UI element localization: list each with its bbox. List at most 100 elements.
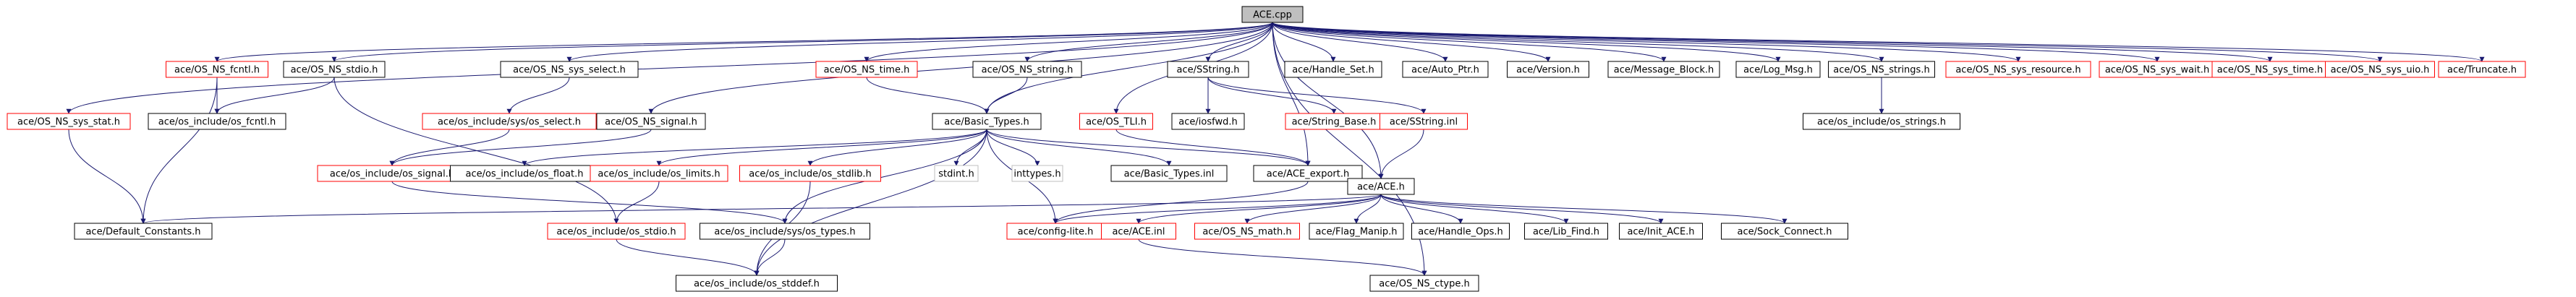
- node-os_ns_time[interactable]: ace/OS_NS_time.h: [815, 61, 918, 78]
- node-ace_inl[interactable]: ace/ACE.inl: [1101, 223, 1176, 240]
- edge-ace_h-to-os_ns_math: [1244, 194, 1382, 224]
- node-label: ace/String_Base.h: [1292, 117, 1377, 128]
- edge-root-to-os_ns_signal: [648, 22, 1273, 114]
- edge-ace_h-to-flag_manip: [1353, 194, 1382, 224]
- edge-root-to-os_ns_stdio: [331, 22, 1273, 62]
- node-box: [1507, 61, 1589, 78]
- edge-sys_types-to-os_stddef: [754, 238, 786, 276]
- node-os_stdio[interactable]: ace/os_include/os_stdio.h: [547, 223, 686, 240]
- edge-basic_types-to-os_float: [522, 129, 987, 166]
- edge-root-to-os_ns_sys_select: [566, 22, 1273, 62]
- node-os_strings[interactable]: ace/os_include/os_strings.h: [1803, 113, 1960, 130]
- node-os_signal[interactable]: ace/os_include/os_signal.h: [317, 165, 467, 182]
- node-basic_types[interactable]: ace/Basic_Types.h: [932, 113, 1042, 130]
- node-box: [500, 61, 639, 78]
- node-ace_h[interactable]: ace/ACE.h: [1347, 178, 1415, 195]
- node-os_ns_ctype[interactable]: ace/OS_NS_ctype.h: [1369, 275, 1479, 292]
- edge-sys_select-to-os_signal: [389, 129, 510, 166]
- node-log_msg[interactable]: ace/Log_Msg.h: [1735, 61, 1821, 78]
- node-box: [1721, 223, 1848, 240]
- edge-root-to-os_ns_sys_stat: [66, 22, 1273, 114]
- node-config_lite[interactable]: ace/config-lite.h: [1006, 223, 1105, 240]
- node-sstring_inl[interactable]: ace/SString.inl: [1380, 113, 1468, 130]
- node-os_ns_sys_select[interactable]: ace/OS_NS_sys_select.h: [500, 61, 639, 78]
- node-box: [7, 113, 131, 130]
- edge-root-to-log_msg: [1272, 22, 1781, 62]
- edge-ace_h-to-lib_find: [1380, 194, 1569, 224]
- node-label: ace/Flag_Manip.h: [1316, 227, 1398, 238]
- node-box: [1171, 113, 1245, 130]
- node-os_ns_math[interactable]: ace/OS_NS_math.h: [1194, 223, 1300, 240]
- edge-root-to-ace_h: [1272, 22, 1384, 179]
- node-label: ace/OS_NS_ctype.h: [1379, 279, 1470, 290]
- edge-root-to-os_ns_strings: [1272, 22, 1884, 62]
- node-box: [1167, 61, 1249, 78]
- node-os_ns_sys_wait[interactable]: ace/OS_NS_sys_wait.h: [2099, 61, 2216, 78]
- node-box: [1284, 61, 1382, 78]
- node-flag_manip[interactable]: ace/Flag_Manip.h: [1309, 223, 1404, 240]
- node-label: ace/iosfwd.h: [1178, 117, 1237, 128]
- edge-root-to-os_ns_sys_resource: [1272, 22, 2021, 62]
- node-truncate[interactable]: ace/Truncate.h: [2438, 61, 2526, 78]
- node-box: [166, 61, 268, 78]
- node-root[interactable]: ACE.cpp: [1241, 6, 1304, 23]
- node-label: ace/os_include/os_stdlib.h: [749, 169, 871, 180]
- node-os_limits[interactable]: ace/os_include/os_limits.h: [590, 165, 728, 182]
- node-sys_select[interactable]: ace/os_include/sys/os_select.h: [422, 113, 597, 130]
- node-label: ace/OS_NS_signal.h: [605, 117, 697, 128]
- node-os_ns_strings[interactable]: ace/OS_NS_strings.h: [1828, 61, 1935, 78]
- node-basic_types_inl[interactable]: ace/Basic_Types.inl: [1110, 165, 1228, 182]
- edge-basic_types-to-os_stddef: [754, 129, 987, 276]
- node-os_float[interactable]: ace/os_include/os_float.h: [450, 165, 599, 182]
- node-handle_set[interactable]: ace/Handle_Set.h: [1284, 61, 1382, 78]
- node-box: [1828, 61, 1935, 78]
- node-init_ace[interactable]: ace/Init_ACE.h: [1619, 223, 1703, 240]
- node-os_tli[interactable]: ace/OS_TLI.h: [1079, 113, 1153, 130]
- node-box: [1619, 223, 1703, 240]
- node-os_ns_sys_time[interactable]: ace/OS_NS_sys_time.h: [2211, 61, 2329, 78]
- node-label: ace/OS_NS_sys_time.h: [2217, 65, 2323, 76]
- node-os_ns_sys_uio[interactable]: ace/OS_NS_sys_uio.h: [2325, 61, 2435, 78]
- node-sstring_h[interactable]: ace/SString.h: [1167, 61, 1249, 78]
- node-sock_connect[interactable]: ace/Sock_Connect.h: [1721, 223, 1848, 240]
- node-os_ns_stdio[interactable]: ace/OS_NS_stdio.h: [283, 61, 386, 78]
- edge-os_ns_signal-to-os_signal: [389, 129, 652, 166]
- node-box: [1253, 165, 1363, 182]
- node-os_stdlib[interactable]: ace/os_include/os_stdlib.h: [739, 165, 881, 182]
- node-os_ns_sys_stat[interactable]: ace/OS_NS_sys_stat.h: [7, 113, 131, 130]
- node-box: [739, 165, 881, 182]
- node-os_stddef[interactable]: ace/os_include/os_stddef.h: [676, 275, 838, 292]
- edge-os_ns_sys_select-to-sys_select: [506, 77, 570, 114]
- edge-basic_types-to-ace_export: [986, 129, 1311, 166]
- node-message_block[interactable]: ace/Message_Block.h: [1607, 61, 1720, 78]
- node-auto_ptr[interactable]: ace/Auto_Ptr.h: [1402, 61, 1489, 78]
- node-label: ace/ACE.inl: [1112, 227, 1165, 238]
- node-label: ace/os_include/os_stddef.h: [694, 279, 820, 290]
- node-default_constants[interactable]: ace/Default_Constants.h: [74, 223, 213, 240]
- node-iosfwd[interactable]: ace/iosfwd.h: [1171, 113, 1245, 130]
- node-handle_ops[interactable]: ace/Handle_Ops.h: [1411, 223, 1510, 240]
- edge-ace_h-to-init_ace: [1380, 194, 1664, 224]
- node-os_ns_signal[interactable]: ace/OS_NS_signal.h: [596, 113, 706, 130]
- node-string_base[interactable]: ace/String_Base.h: [1285, 113, 1383, 130]
- node-ace_export[interactable]: ace/ACE_export.h: [1253, 165, 1363, 182]
- node-label: ace/Basic_Types.inl: [1124, 169, 1215, 180]
- edge-root-to-sstring_h: [1205, 22, 1273, 62]
- node-label: ace/os_include/os_limits.h: [598, 169, 720, 180]
- node-label: ace/Log_Msg.h: [1743, 65, 1813, 76]
- node-os_ns_sys_resource[interactable]: ace/OS_NS_sys_resource.h: [1945, 61, 2091, 78]
- node-os_fcntl[interactable]: ace/os_include/os_fcntl.h: [148, 113, 286, 130]
- node-os_ns_string[interactable]: ace/OS_NS_string.h: [972, 61, 1082, 78]
- node-label: ace/OS_NS_string.h: [982, 65, 1074, 76]
- edge-os_ns_stdio-to-os_stdio: [333, 77, 619, 224]
- node-version[interactable]: ace/Version.h: [1507, 61, 1589, 78]
- node-os_ns_fcntl[interactable]: ace/OS_NS_fcntl.h: [166, 61, 268, 78]
- node-sys_types[interactable]: ace/os_include/sys/os_types.h: [700, 223, 870, 240]
- node-label: ace/SString.h: [1177, 65, 1240, 76]
- edge-root-to-message_block: [1272, 22, 1667, 62]
- edge-sstring_inl-to-ace_h: [1378, 129, 1424, 179]
- node-label: ace/os_include/sys/os_types.h: [714, 227, 855, 238]
- node-label: ace/Sock_Connect.h: [1738, 227, 1832, 238]
- node-box: [1524, 223, 1608, 240]
- node-lib_find[interactable]: ace/Lib_Find.h: [1524, 223, 1608, 240]
